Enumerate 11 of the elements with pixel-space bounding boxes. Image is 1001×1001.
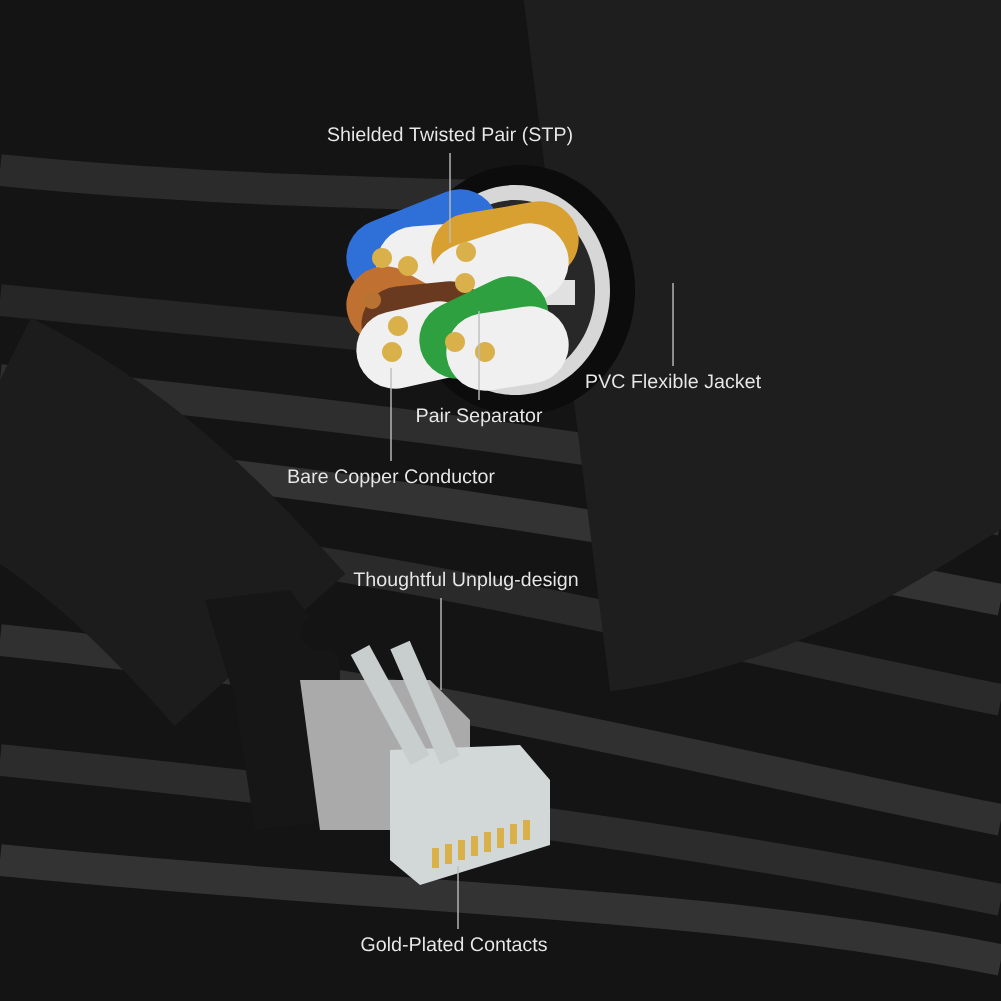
callout-label: PVC Flexible Jacket <box>586 373 761 389</box>
callout-label: Bare Copper Conductor <box>288 468 495 488</box>
callout-label: Shielded Twisted Pair (STP) <box>327 126 572 146</box>
leader-line <box>390 367 392 462</box>
callout-label: Pair Separator <box>417 407 543 427</box>
leader-line <box>440 597 442 691</box>
leader-line <box>449 152 451 244</box>
leader-line <box>672 282 674 367</box>
callout-label: Gold-Plated Contacts <box>361 936 547 952</box>
callout-label: Thoughtful Unplug-design <box>353 571 578 591</box>
leader-line <box>457 865 459 930</box>
